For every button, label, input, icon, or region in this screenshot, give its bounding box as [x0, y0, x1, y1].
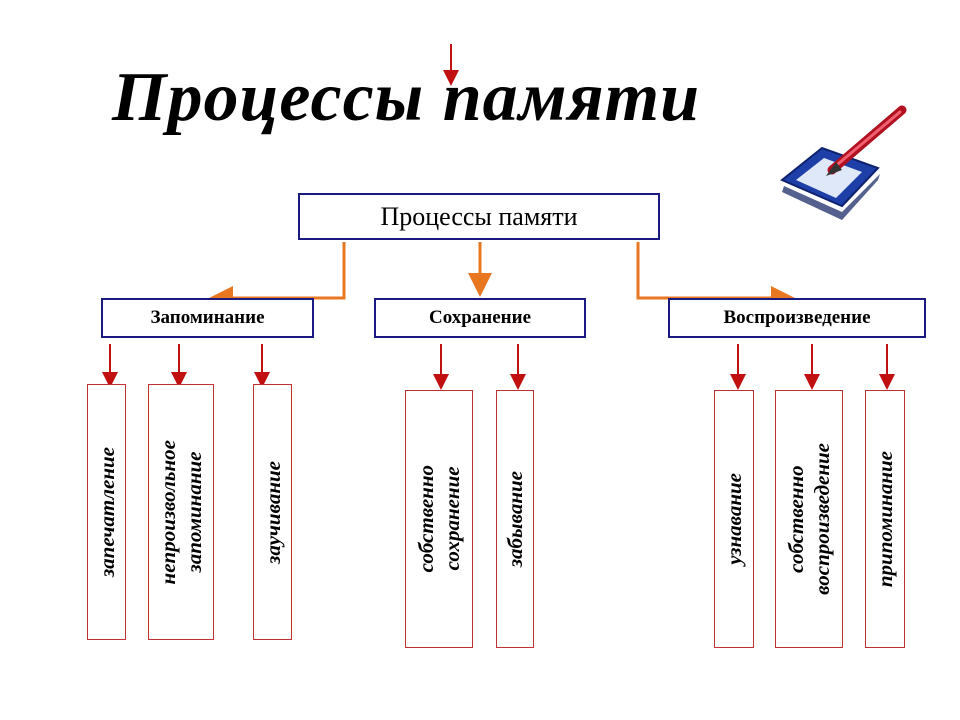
leaf-label: припоминание [873, 450, 897, 588]
leaf-label: запечатление [94, 446, 119, 578]
connector-right [636, 242, 795, 310]
leaf-recognition: узнавание [714, 390, 754, 648]
category-reproduction: Воспроизведение [668, 298, 926, 338]
leaf-forgetting: забывание [496, 390, 534, 648]
pen-checkbox-icon [780, 105, 907, 220]
category-memorization: Запоминание [101, 298, 314, 338]
leaf-retention-proper: собственно сохранение [405, 390, 473, 648]
leaf-label: забывание [503, 470, 527, 568]
leaf-reproduction-proper: собственно воспроизведение [775, 390, 843, 648]
leaf-label: заучивание [260, 460, 285, 564]
category-retention: Сохранение [374, 298, 586, 338]
connector-left [209, 242, 346, 310]
leaf-label: узнавание [722, 473, 746, 565]
page-title: Процессы памяти [112, 59, 701, 136]
leaf-label: собственно воспроизведение [784, 443, 834, 595]
leaf-recollection: припоминание [865, 390, 905, 648]
leaf-label: собственно сохранение [414, 465, 464, 573]
leaf-involuntary-memorization: непроизвольное запоминание [148, 384, 214, 640]
leaf-learning-by-rote: заучивание [253, 384, 292, 640]
leaf-imprinting: запечатление [87, 384, 126, 640]
root-node: Процессы памяти [298, 193, 660, 240]
leaf-label: непроизвольное запоминание [156, 439, 206, 585]
